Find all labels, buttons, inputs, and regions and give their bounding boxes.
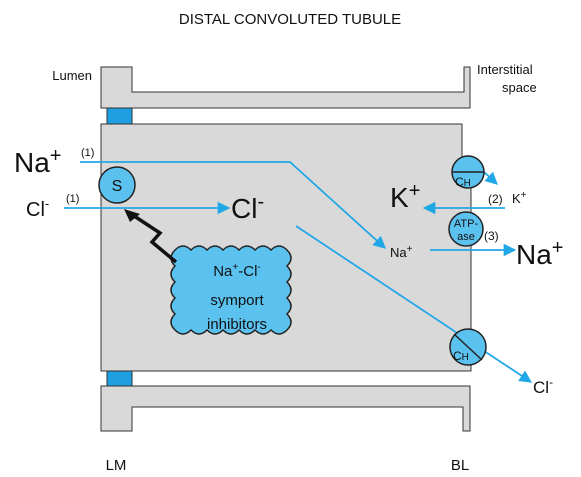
tight-junction-bottom <box>107 371 132 386</box>
symporter: S <box>99 167 135 203</box>
tight-junction-top <box>107 108 132 124</box>
cl-channel: CH <box>450 329 486 365</box>
k-pump-note: (2) <box>488 192 503 206</box>
na-interstitial-label: Na+ <box>516 237 563 270</box>
na-k-atpase: ATP- ase <box>449 212 483 246</box>
interstitial-label-line2: space <box>502 80 537 95</box>
lower-cell-fragment <box>101 386 470 431</box>
k-interstitial-label: K+ <box>512 190 527 206</box>
k-channel: CH <box>452 156 484 189</box>
lm-label: LM <box>106 457 127 474</box>
na-pump-note: (3) <box>484 229 499 243</box>
k-channel-label: CH <box>455 175 471 189</box>
interstitial-label-line1: Interstitial <box>477 62 533 77</box>
cl-interstitial-label: Cl- <box>533 375 553 397</box>
upper-cell-fragment <box>101 67 470 108</box>
atpase-line2: ase <box>457 231 475 243</box>
diagram-title: DISTAL CONVOLUTED TUBULE <box>179 11 401 28</box>
inhibitor-cloud: Na+-Cl- symport inhibitors <box>171 246 291 334</box>
na-lumen-note: (1) <box>81 147 94 159</box>
symporter-label: S <box>112 178 123 195</box>
lumen-label: Lumen <box>52 68 92 83</box>
cl-lumen-label: Cl- <box>26 196 49 221</box>
inhibitor-line2: symport <box>210 292 264 309</box>
cl-channel-label: CH <box>453 349 469 363</box>
atpase-line1: ATP- <box>454 218 479 230</box>
bl-label: BL <box>451 457 469 474</box>
inhibitor-line3: inhibitors <box>207 316 267 333</box>
cl-lumen-note: (1) <box>66 193 79 205</box>
na-lumen-label: Na+ <box>14 145 61 178</box>
